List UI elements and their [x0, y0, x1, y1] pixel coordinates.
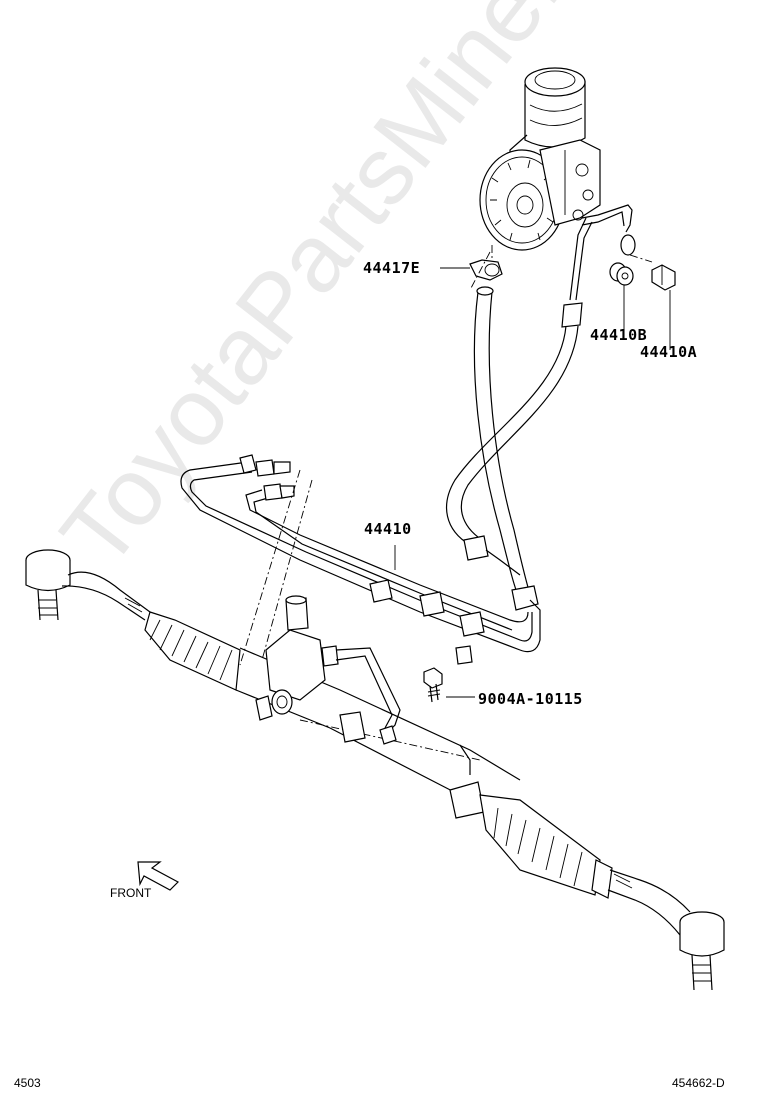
label-44410a: 44410A	[640, 343, 698, 361]
clamp-44417e	[469, 259, 503, 281]
label-9004a-10115: 9004A-10115	[478, 690, 583, 708]
pressure-hose	[446, 302, 583, 576]
washer-44410b	[609, 262, 634, 286]
footer-diagram-id: 454662-D	[672, 1076, 725, 1090]
footer-page-number: 4503	[14, 1076, 41, 1090]
leader-line	[629, 254, 653, 263]
bolt-9004a	[423, 667, 443, 703]
front-label: FRONT	[110, 886, 152, 900]
label-44410b: 44410B	[590, 326, 648, 344]
label-44417e: 44417E	[363, 259, 421, 277]
power-steering-pump	[479, 67, 636, 301]
tube-assembly-44410	[180, 454, 541, 665]
label-44410: 44410	[364, 520, 412, 538]
steering-rack	[25, 549, 725, 991]
bolt-44410a	[651, 264, 676, 291]
front-arrow-icon	[137, 861, 179, 891]
return-hose	[473, 286, 539, 611]
